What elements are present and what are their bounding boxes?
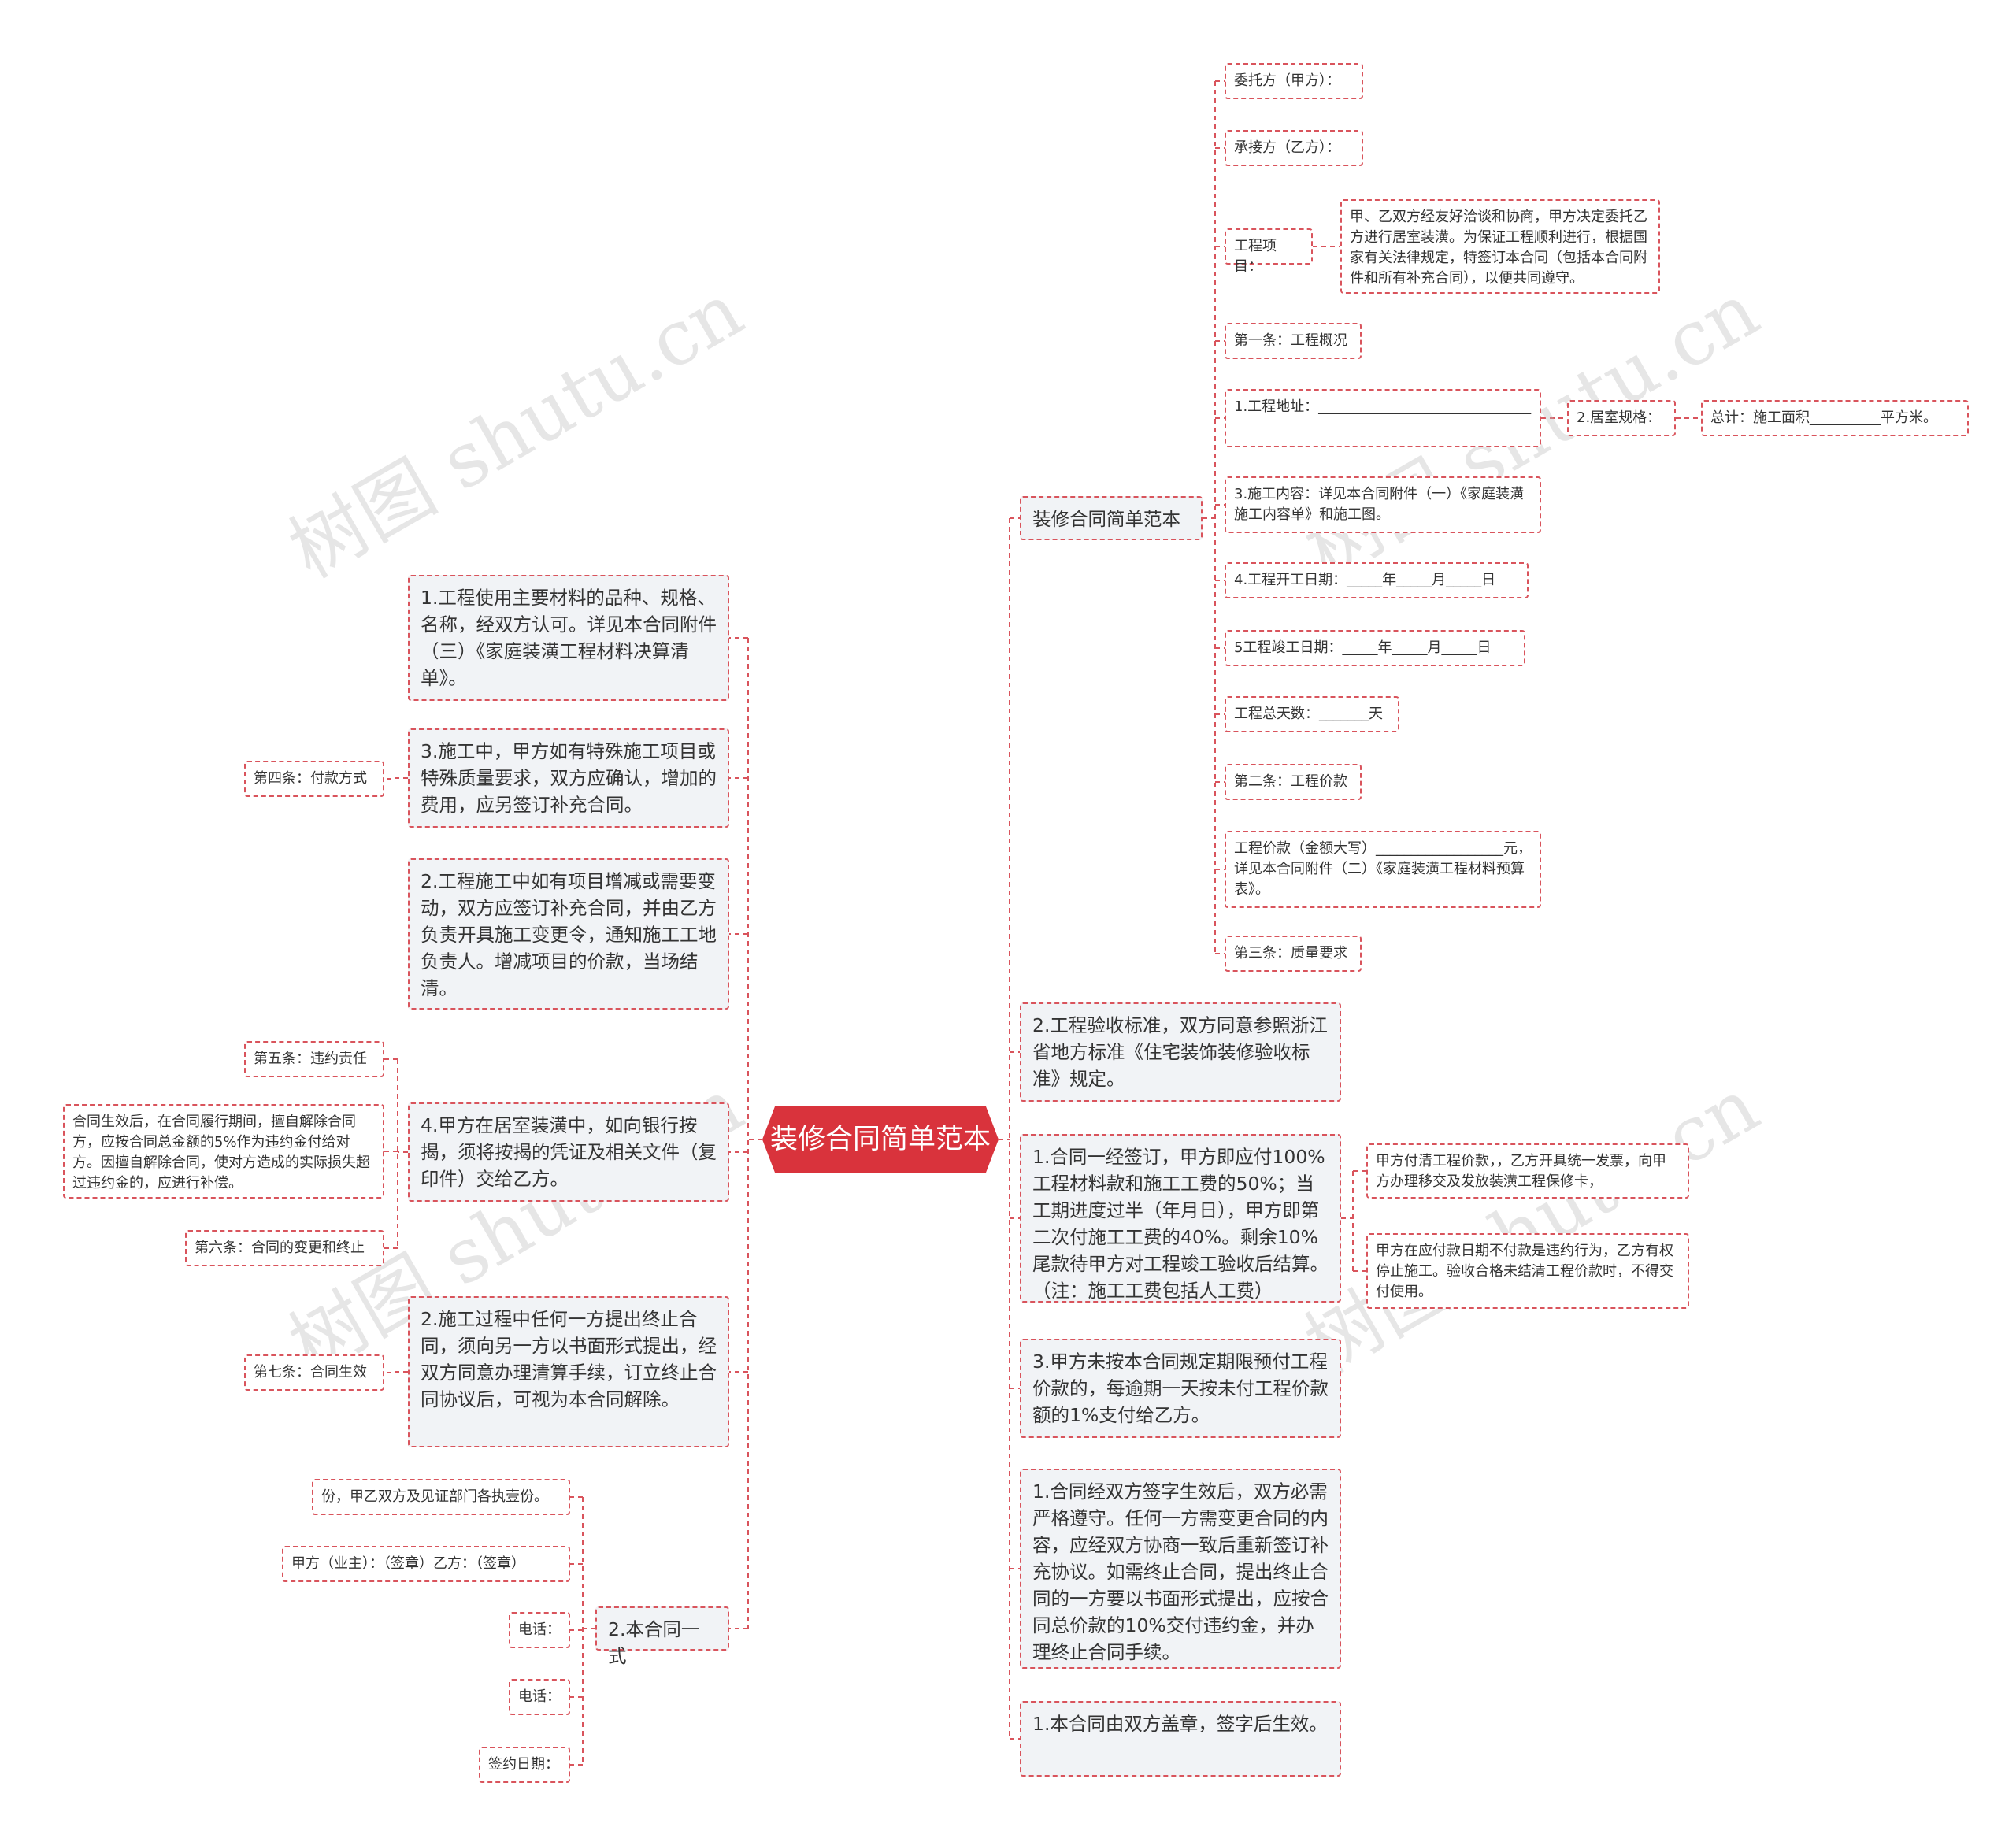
- item-start-date[interactable]: 4.工程开工日期：_____年_____月_____日: [1225, 562, 1529, 598]
- item-client[interactable]: 委托方（甲方）：: [1225, 63, 1363, 99]
- item-end-date[interactable]: 5工程竣工日期：_____年_____月_____日: [1225, 630, 1525, 666]
- item-total-area[interactable]: 总计：施工面积__________平方米。: [1701, 400, 1969, 436]
- item-price[interactable]: 工程价款（金额大写）__________________元，详见本合同附件（二）…: [1225, 831, 1541, 908]
- branch-acceptance[interactable]: 2.工程验收标准，双方同意参照浙江省地方标准《住宅装饰装修验收标准》规定。: [1020, 1002, 1341, 1102]
- item-construction-content[interactable]: 3.施工内容：详见本合同附件（一）《家庭装潢施工内容单》和施工图。: [1225, 476, 1541, 533]
- left-materials[interactable]: 1.工程使用主要材料的品种、规格、名称，经双方认可。详见本合同附件（三）《家庭装…: [408, 575, 729, 701]
- branch-termination[interactable]: 1.合同经双方签字生效后，双方必需严格遵守。任何一方需变更合同的内容，应经双方协…: [1020, 1469, 1341, 1669]
- item-article-1[interactable]: 第一条：工程概况: [1225, 323, 1362, 359]
- item-article-2[interactable]: 第二条：工程价款: [1225, 764, 1362, 800]
- item-contractor[interactable]: 承接方（乙方）：: [1225, 130, 1363, 166]
- left-terminate[interactable]: 2.施工过程中任何一方提出终止合同，须向另一方以书面形式提出，经双方同意办理清算…: [408, 1296, 729, 1447]
- branch-effective[interactable]: 1.本合同由双方盖章，签字后生效。: [1020, 1701, 1341, 1777]
- left-effect[interactable]: 第七条：合同生效: [244, 1354, 384, 1391]
- root-node[interactable]: 装修合同简单范本: [762, 1106, 999, 1173]
- copies-share[interactable]: 份，甲乙双方及见证部门各执壹份。: [312, 1479, 570, 1515]
- left-change[interactable]: 2.工程施工中如有项目增减或需要变动，双方应签订补充合同，并由乙方负责开具施工变…: [408, 858, 729, 1010]
- item-room-spec[interactable]: 2.居室规格：: [1567, 400, 1676, 436]
- item-project[interactable]: 工程项目：: [1225, 228, 1313, 275]
- payment-note-invoice[interactable]: 甲方付清工程价款，，乙方开具统一发票，向甲方办理移交及发放装潢工程保修卡，: [1366, 1143, 1689, 1199]
- left-special[interactable]: 3.施工中，甲方如有特殊施工项目或特殊质量要求，双方应确认，增加的费用，应另签订…: [408, 728, 729, 828]
- effect-link: [384, 1371, 408, 1373]
- copies-phone-1[interactable]: 电话：: [509, 1612, 570, 1648]
- branch-payment[interactable]: 1.合同一经签订，甲方即应付100%工程材料款和施工工费的50%；当工期进度过半…: [1020, 1134, 1341, 1303]
- left-payment-method[interactable]: 第四条：付款方式: [244, 761, 384, 797]
- branch-contract-template[interactable]: 装修合同简单范本: [1020, 496, 1203, 540]
- copies-phone-2[interactable]: 电话：: [509, 1679, 570, 1715]
- copies-signature[interactable]: 甲方（业主）：（签章）乙方：（签章）: [282, 1546, 570, 1582]
- item-address[interactable]: 1.工程地址：______________________________: [1225, 389, 1541, 447]
- item-project-desc[interactable]: 甲、乙双方经友好洽谈和协商，甲方决定委托乙方进行居室装潢。为保证工程顺利进行，根…: [1340, 199, 1660, 294]
- payment-method-link: [384, 777, 408, 780]
- item-article-3[interactable]: 第三条：质量要求: [1225, 936, 1362, 972]
- left-loan[interactable]: 4.甲方在居室装潢中，如向银行按揭，须将按揭的凭证及相关文件（复印件）交给乙方。: [408, 1102, 729, 1202]
- item-total-days[interactable]: 工程总天数：_______天: [1225, 696, 1399, 732]
- payment-note-overdue[interactable]: 甲方在应付款日期不付款是违约行为，乙方有权停止施工。验收合格未结清工程价款时，不…: [1366, 1233, 1689, 1309]
- copies-sign-date[interactable]: 签约日期：: [479, 1747, 570, 1783]
- branch-overdue[interactable]: 3.甲方未按本合同规定期限预付工程价款的，每逾期一天按未付工程价款额的1%支付给…: [1020, 1339, 1341, 1438]
- left-breach[interactable]: 第五条：违约责任: [244, 1041, 384, 1077]
- left-penalty[interactable]: 合同生效后，在合同履行期间，擅自解除合同方，应按合同总金额的5%作为违约金付给对…: [63, 1104, 384, 1199]
- left-copies[interactable]: 2.本合同一式: [595, 1606, 729, 1667]
- left-modify[interactable]: 第六条：合同的变更和终止: [185, 1230, 384, 1266]
